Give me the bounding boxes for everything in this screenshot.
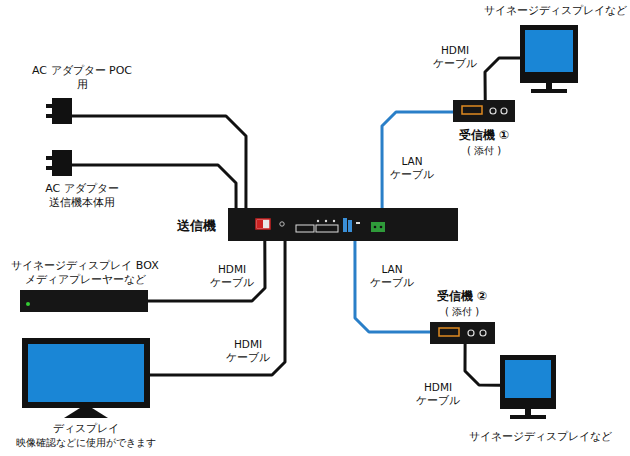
ac-adapter: AC アダプター 送信機本体用 xyxy=(52,150,72,176)
device-label: 受信機 ① xyxy=(459,128,509,143)
display: ディスプレイ映像確認などに使用ができます xyxy=(22,338,150,420)
stand xyxy=(510,415,546,419)
cable xyxy=(382,112,453,208)
cable-label: LAN ケーブル xyxy=(368,263,416,289)
screen xyxy=(28,344,144,402)
cable-label: HDMI ケーブル xyxy=(414,381,462,407)
cable xyxy=(148,241,265,301)
bezel xyxy=(500,355,556,409)
cable-label: LAN ケーブル xyxy=(388,155,436,181)
device-label: AC アダプター POC 用 xyxy=(32,64,132,92)
device-note: ( 添付 ) xyxy=(445,306,479,319)
device-note: 映像確認などに使用ができます xyxy=(16,437,156,450)
device-label: AC アダプター 送信機本体用 xyxy=(32,182,132,210)
receiver-box: 受信機 ②( 添付 ) xyxy=(430,322,495,344)
stand xyxy=(531,89,567,93)
display-outline xyxy=(520,25,578,95)
transmitter-box: 送信機 xyxy=(228,208,458,241)
stand xyxy=(546,83,552,89)
device-label: 受信機 ② xyxy=(437,289,487,304)
cable xyxy=(465,344,500,385)
cable-label: HDMI ケーブル xyxy=(208,263,256,289)
ac-adapter: AC アダプター POC 用 xyxy=(52,98,72,124)
stand xyxy=(64,408,108,418)
media-player-box: サイネージディスプレイ BOX メディアプレーヤーなど xyxy=(20,290,148,312)
stand xyxy=(525,409,531,415)
device-label: ディスプレイ xyxy=(53,422,119,436)
display-outline xyxy=(500,355,556,421)
device-label: 送信機 xyxy=(177,218,216,234)
cable xyxy=(355,241,430,332)
cable xyxy=(485,58,520,100)
screen xyxy=(525,30,573,72)
screen xyxy=(505,360,551,398)
display-outline xyxy=(22,338,150,420)
cable xyxy=(150,241,285,375)
signage-display: サイネージディスプレイなど xyxy=(520,25,578,95)
device-label: サイネージディスプレイ BOX メディアプレーヤーなど xyxy=(3,259,167,287)
device-label: サイネージディスプレイなど xyxy=(469,430,612,443)
device-note: ( 添付 ) xyxy=(467,145,501,158)
cable-label: HDMI ケーブル xyxy=(431,44,479,70)
cable-label: HDMI ケーブル xyxy=(224,338,272,364)
receiver-box: 受信機 ①( 添付 ) xyxy=(453,100,515,122)
signage-display: サイネージディスプレイなど xyxy=(500,355,556,421)
bezel xyxy=(520,25,578,83)
device-label: サイネージディスプレイなど xyxy=(484,4,627,17)
bezel xyxy=(22,338,150,408)
